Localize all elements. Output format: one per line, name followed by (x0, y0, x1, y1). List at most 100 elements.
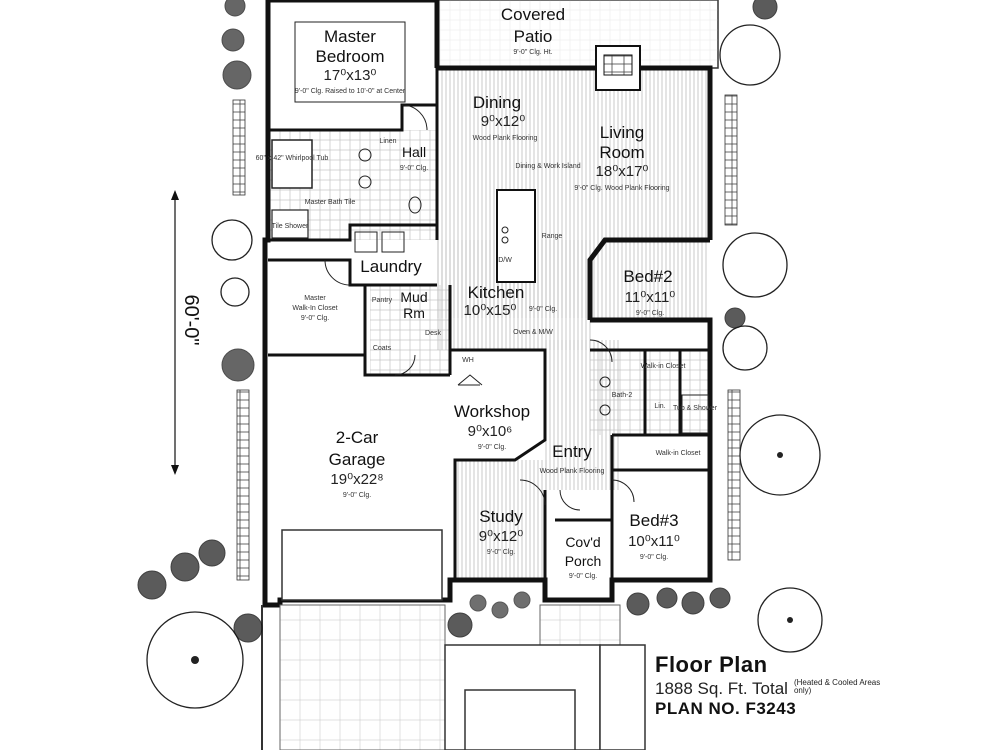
island-label: Dining & Work Island (515, 163, 580, 170)
patio-note: 9'-0" Clg. Ht. (513, 49, 552, 56)
tree-icon (220, 277, 250, 307)
left-planter-top (232, 99, 246, 196)
bed3-name: Bed#3 (629, 511, 678, 530)
kitchen-dim: 10⁰x15⁰ (464, 302, 517, 319)
mud-name-2: Rm (403, 305, 425, 321)
workshop-note: 9'-0" Clg. (478, 444, 506, 451)
study-name: Study (479, 507, 523, 526)
hall-note: 9'-0" Clg. (400, 165, 428, 172)
shrub-icon (221, 28, 245, 52)
garage-door (281, 529, 443, 601)
shrub-icon (224, 0, 246, 17)
sqft-value: 1888 Sq. Ft. Total (655, 679, 788, 698)
closet-name-2: Walk-In Closet (292, 305, 337, 312)
toilet-icon (408, 196, 422, 214)
door-swings (324, 104, 635, 511)
sqft-note: (Heated & Cooled Areas only) (793, 678, 881, 695)
bath2-label: Bath-2 (612, 392, 633, 399)
porch-name-1: Cov'd (565, 534, 600, 550)
shrub-icon (724, 307, 746, 329)
shrub-icon (709, 587, 731, 609)
kitchen-island (496, 189, 536, 283)
right-planter-top (724, 94, 738, 226)
kitchen-name: Kitchen (468, 283, 525, 302)
plan-number: PLAN NO. F3243 (655, 699, 797, 718)
exterior-walls (262, 0, 713, 608)
left-planter-bottom (236, 389, 250, 581)
study-dim: 9⁰x12⁰ (479, 528, 524, 545)
dining-note: Wood Plank Flooring (473, 135, 538, 142)
hall-name: Hall (402, 144, 426, 160)
mud-name-1: Mud (400, 289, 427, 305)
coats-label: Coats (373, 345, 392, 352)
workshop-name: Workshop (454, 402, 530, 421)
tub-label: 60" x 42" Whirlpool Tub (256, 155, 329, 162)
range-burner (501, 226, 509, 234)
tree-icon (719, 24, 781, 86)
patio-name-1: Covered (501, 5, 565, 24)
garage-note: 9'-0" Clg. (343, 492, 371, 499)
shrub-icon (469, 594, 487, 612)
tree-icon (722, 232, 788, 298)
shrub-icon (513, 591, 531, 609)
patio-name-2: Patio (514, 27, 553, 46)
landscaping (137, 0, 823, 709)
shrub-icon (222, 60, 252, 90)
dw-label: D/W (498, 257, 512, 264)
shrub-icon (221, 348, 255, 382)
master-name-2: Bedroom (316, 47, 385, 66)
interior-walls (268, 68, 710, 580)
master-dim: 17⁰x13⁰ (324, 67, 377, 84)
depth-dimension (171, 190, 179, 475)
master-name-1: Master (324, 27, 376, 46)
living-name-2: Room (599, 143, 644, 162)
fireplace (595, 45, 641, 91)
walkin1-label: Walk-in Closet (641, 363, 686, 370)
closet-name-1: Master (304, 295, 326, 302)
linen2-label: Lin. (654, 403, 665, 410)
shrub-icon (233, 613, 263, 643)
porch-name-2: Porch (565, 553, 602, 569)
bed2-dim: 11⁰x11⁰ (625, 289, 676, 306)
shrub-icon (447, 612, 473, 638)
right-planter-bottom (727, 389, 741, 561)
tub-shower-2 (681, 394, 709, 434)
bed3-dim: 10⁰x11⁰ (628, 533, 680, 550)
dryer (381, 231, 405, 253)
entry-name: Entry (552, 442, 592, 461)
pantry-label: Pantry (372, 297, 393, 304)
shrub-icon (170, 552, 200, 582)
front-walk (539, 604, 621, 646)
oven-label: Oven & M/W (513, 329, 553, 336)
tub2-label: Tub & Shower (673, 405, 718, 412)
bed3-note: 9'-0" Clg. (640, 554, 668, 561)
overall-depth-label: 60'-0" (180, 295, 202, 346)
bath2-floor (590, 350, 710, 435)
sink-icon (599, 404, 611, 416)
porch-note: 9'-0" Clg. (569, 573, 597, 580)
laundry-name: Laundry (360, 257, 422, 276)
sink-icon (358, 148, 372, 162)
range-label: Range (542, 233, 563, 240)
walkin2-label: Walk-in Closet (656, 450, 701, 457)
entry-note: Wood Plank Flooring (540, 468, 605, 475)
shrub-icon (656, 587, 678, 609)
desk-label: Desk (425, 330, 441, 337)
garage-dim: 19⁰x22⁸ (330, 471, 383, 488)
living-name-1: Living (600, 123, 644, 142)
range-burner (501, 236, 509, 244)
whirlpool-tub (271, 139, 313, 189)
washer (354, 231, 378, 253)
wh-label: WH (462, 357, 474, 364)
tile-shower (271, 209, 309, 239)
shrub-icon (137, 570, 167, 600)
bed2-name: Bed#2 (623, 267, 672, 286)
shrub-icon (491, 601, 509, 619)
plan-heading: Floor Plan (655, 652, 768, 677)
master-bath-label: Master Bath Tile (305, 199, 356, 206)
dining-name: Dining (473, 93, 521, 112)
living-note: 9'-0" Clg. Wood Plank Flooring (574, 185, 669, 192)
master-note: 9'-0" Clg. Raised to 10'-0" at Center (295, 88, 406, 95)
living-dim: 18⁰x17⁰ (596, 163, 649, 180)
